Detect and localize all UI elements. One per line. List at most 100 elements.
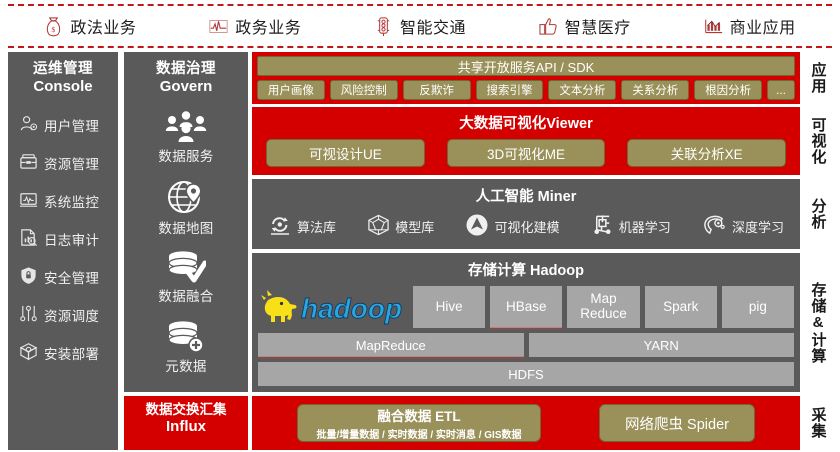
api-chip-more[interactable]: ... — [767, 80, 796, 100]
viewer-title: 大数据可视化Viewer — [459, 116, 593, 132]
api-chip[interactable]: 根因分析 — [694, 80, 763, 100]
api-chip-row: 用户画像 风险控制 反欺诈 搜索引擎 文本分析 关系分析 根因分析 ... — [257, 80, 796, 100]
sidebar-item-system-monitor[interactable]: 系统监控 — [8, 182, 118, 220]
visual-modeling-icon — [465, 213, 489, 240]
miner-item-machine-learning[interactable]: 机器学习 — [591, 213, 671, 240]
miner-item-label: 算法库 — [297, 220, 337, 235]
hadoop-hdfs[interactable]: HDFS — [258, 362, 794, 386]
console-column: 运维管理 Console 用户管理 — [8, 52, 118, 450]
sidebar-item-label: 系统监控 — [44, 194, 100, 210]
sidebar-item-install-deploy[interactable]: 安装部署 — [8, 334, 118, 372]
api-chip[interactable]: 搜索引擎 — [475, 80, 544, 100]
console-menu: 用户管理 资源管理 — [8, 106, 118, 372]
layer-label-application: 应用 — [809, 62, 827, 94]
api-sdk-bar[interactable]: 共享开放服务API / SDK — [257, 56, 795, 76]
govern-item-label: 数据地图 — [158, 220, 214, 236]
traffic-light-icon — [374, 16, 393, 37]
header-item-shangye[interactable]: 商业应用 — [667, 14, 832, 38]
sidebar-item-label: 用户管理 — [44, 118, 100, 134]
govern-item-data-map[interactable]: 数据地图 — [158, 172, 213, 242]
viewer-panel: 大数据可视化Viewer 可视设计UE 3D可视化ME 关联分析XE — [252, 107, 800, 175]
package-deploy-icon — [19, 342, 38, 364]
api-chip[interactable]: 关系分析 — [621, 80, 690, 100]
api-chip[interactable]: 用户画像 — [257, 80, 325, 100]
etl-title: 融合数据 ETL — [377, 409, 461, 424]
header-item-zhengwu[interactable]: 政务业务 — [173, 14, 338, 38]
pulse-chart-icon — [209, 16, 228, 37]
database-check-icon — [166, 250, 206, 284]
hadoop-elephant-icon — [261, 290, 297, 322]
influx-sidebar-title: 数据交换汇集 Influx — [124, 396, 248, 436]
layer-label-collection: 采集 — [809, 407, 827, 439]
govern-item-label: 数据服务 — [158, 148, 214, 164]
hadoop-mapreduce[interactable]: MapReduce — [258, 333, 524, 359]
miner-item-deep-learning[interactable]: 深度学习 — [702, 213, 784, 240]
miner-item-label: 可视化建模 — [494, 220, 560, 235]
sidebar-item-log-audit[interactable]: 日志审计 — [8, 220, 118, 258]
influx-title-en: Influx — [166, 417, 206, 435]
header-item-zhengfa[interactable]: $ 政法业务 — [8, 14, 173, 38]
viewer-button-ue[interactable]: 可视设计UE — [266, 139, 425, 167]
hadoop-engine-row: MapReduce YARN — [258, 333, 794, 359]
sidebar-item-user-management[interactable]: 用户管理 — [8, 106, 118, 144]
govern-title-en: Govern — [159, 78, 213, 96]
sliders-icon — [19, 304, 38, 326]
log-audit-icon — [19, 228, 38, 250]
miner-item-visual-modeling[interactable]: 可视化建模 — [465, 213, 559, 240]
etl-subtitle: 批量/增量数据 / 实时数据 / 实时消息 / GIS数据 — [316, 430, 522, 441]
sidebar-item-security-management[interactable]: 安全管理 — [8, 258, 118, 296]
govern-item-data-service[interactable]: 数据服务 — [158, 102, 213, 172]
layer-label-visualization: 可视化 — [809, 117, 827, 165]
govern-item-data-fusion[interactable]: 数据融合 — [158, 242, 213, 312]
architecture-board: 运维管理 Console 用户管理 — [8, 52, 832, 450]
sidebar-item-label: 资源调度 — [44, 308, 100, 324]
miner-item-algorithm[interactable]: 算法库 — [268, 213, 336, 240]
hadoop-yarn[interactable]: YARN — [528, 333, 794, 357]
influx-title-cn: 数据交换汇集 — [145, 402, 227, 417]
govern-item-label: 数据融合 — [158, 288, 214, 304]
hadoop-component-pig[interactable]: pig — [721, 286, 795, 328]
govern-menu: 数据服务 数据地图 — [124, 102, 248, 382]
miner-item-model[interactable]: 模型库 — [367, 213, 434, 240]
header-item-yiliao[interactable]: 智慧医疗 — [502, 14, 667, 38]
hadoop-component-hbase[interactable]: HBase — [490, 286, 563, 330]
govern-item-metadata[interactable]: 元数据 — [165, 312, 206, 382]
hadoop-title: 存储计算 Hadoop — [468, 263, 584, 279]
main-stack: 共享开放服务API / SDK 用户画像 风险控制 反欺诈 搜索引擎 文本分析 … — [252, 52, 800, 450]
miner-item-label: 模型库 — [395, 220, 435, 235]
api-sdk-panel: 共享开放服务API / SDK 用户画像 风险控制 反欺诈 搜索引擎 文本分析 … — [252, 52, 800, 104]
header-item-label: 政务业务 — [235, 20, 302, 37]
monitor-chart-icon — [19, 190, 38, 212]
sidebar-item-resource-scheduling[interactable]: 资源调度 — [8, 296, 118, 334]
people-group-icon — [164, 110, 208, 144]
top-business-header: $ 政法业务 政务业务 — [8, 4, 832, 48]
govern-item-label: 元数据 — [165, 358, 207, 374]
api-chip[interactable]: 文本分析 — [548, 80, 617, 100]
viewer-button-xe[interactable]: 关联分析XE — [627, 139, 787, 167]
sidebar-item-label: 安全管理 — [44, 270, 100, 286]
govern-title-cn: 数据治理 — [156, 61, 216, 77]
hadoop-wordmark: hadoop — [301, 293, 402, 324]
resource-box-icon — [19, 152, 38, 174]
globe-pin-icon — [167, 178, 205, 216]
sidebar-item-resource-management[interactable]: 资源管理 — [8, 144, 118, 182]
hadoop-component-spark[interactable]: Spark — [644, 286, 717, 328]
etl-button[interactable]: 融合数据 ETL 批量/增量数据 / 实时数据 / 实时消息 / GIS数据 — [297, 404, 541, 442]
deep-learning-brain-icon — [702, 213, 727, 240]
viewer-button-row: 可视设计UE 3D可视化ME 关联分析XE — [266, 139, 787, 167]
spider-button[interactable]: 网络爬虫 Spider — [599, 404, 755, 442]
header-item-label: 商业应用 — [729, 20, 796, 37]
shield-lock-icon — [19, 266, 38, 288]
header-item-jiaotong[interactable]: 智能交通 — [338, 14, 503, 38]
algorithm-cycle-icon — [268, 213, 292, 240]
api-chip[interactable]: 风险控制 — [329, 80, 398, 100]
influx-button-row: 融合数据 ETL 批量/增量数据 / 实时数据 / 实时消息 / GIS数据 网… — [297, 404, 755, 442]
influx-sidebar-block: 数据交换汇集 Influx — [124, 396, 248, 450]
header-item-label: 政法业务 — [70, 20, 137, 37]
api-chip[interactable]: 反欺诈 — [402, 80, 471, 100]
miner-item-label: 深度学习 — [731, 220, 784, 235]
viewer-button-me[interactable]: 3D可视化ME — [446, 139, 606, 167]
hadoop-component-hive[interactable]: Hive — [413, 286, 486, 328]
